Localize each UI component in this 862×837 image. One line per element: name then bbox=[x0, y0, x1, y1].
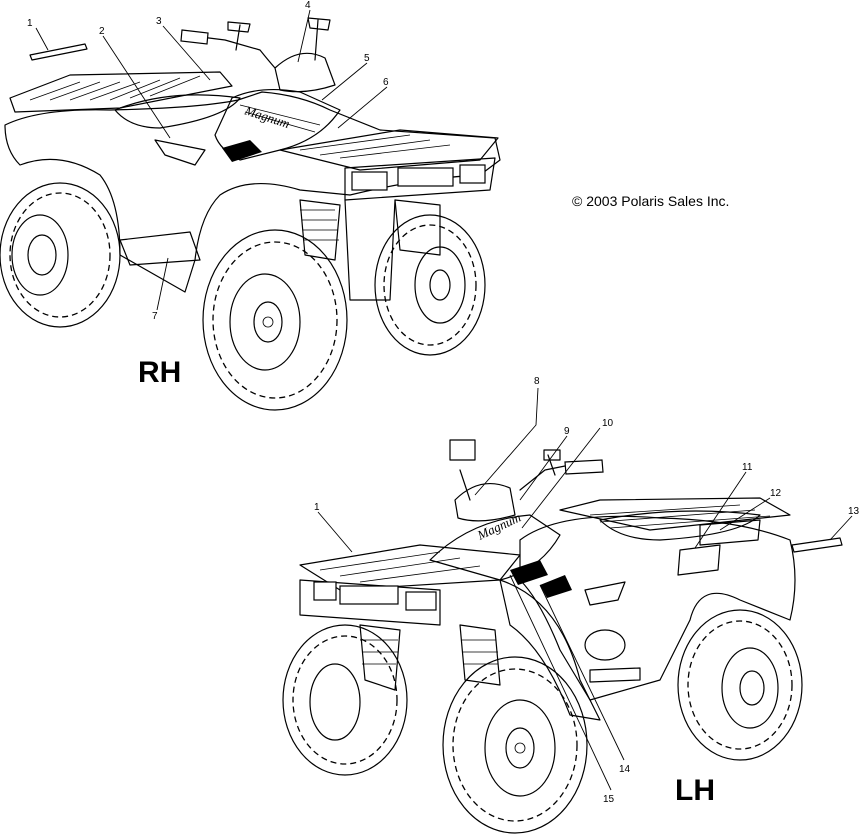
callout-lh-12: 12 bbox=[770, 488, 782, 499]
callout-rh-3: 3 bbox=[156, 16, 162, 27]
atv-left-view: Magnum bbox=[282, 387, 853, 834]
svg-text:Magnum: Magnum bbox=[242, 102, 292, 131]
callout-lh-13: 13 bbox=[848, 506, 860, 517]
svg-text:Magnum: Magnum bbox=[474, 510, 523, 544]
callout-lh-14: 14 bbox=[619, 764, 631, 775]
view-label-rh: RH bbox=[138, 356, 181, 389]
callout-lh-11: 11 bbox=[742, 462, 753, 473]
callout-lh-15: 15 bbox=[603, 794, 615, 805]
callouts-rh: 1 2 3 4 5 6 7 bbox=[27, 0, 389, 322]
view-label-lh: LH bbox=[675, 774, 715, 807]
callout-rh-6: 6 bbox=[383, 77, 389, 88]
copyright-notice: © 2003 Polaris Sales Inc. bbox=[572, 193, 729, 209]
callout-lh-9: 9 bbox=[564, 426, 570, 437]
callouts-lh: 1 8 9 10 11 12 13 14 15 bbox=[314, 376, 860, 805]
atv-right-view: Magnum bbox=[0, 9, 501, 411]
callout-lh-1: 1 bbox=[314, 502, 320, 513]
callout-lh-8: 8 bbox=[534, 376, 540, 387]
callout-rh-5: 5 bbox=[364, 53, 370, 64]
callout-rh-2: 2 bbox=[99, 26, 105, 37]
callout-rh-1: 1 bbox=[27, 18, 33, 29]
callout-rh-7: 7 bbox=[152, 311, 158, 322]
callout-rh-4: 4 bbox=[305, 0, 311, 11]
callout-lh-10: 10 bbox=[602, 418, 614, 429]
